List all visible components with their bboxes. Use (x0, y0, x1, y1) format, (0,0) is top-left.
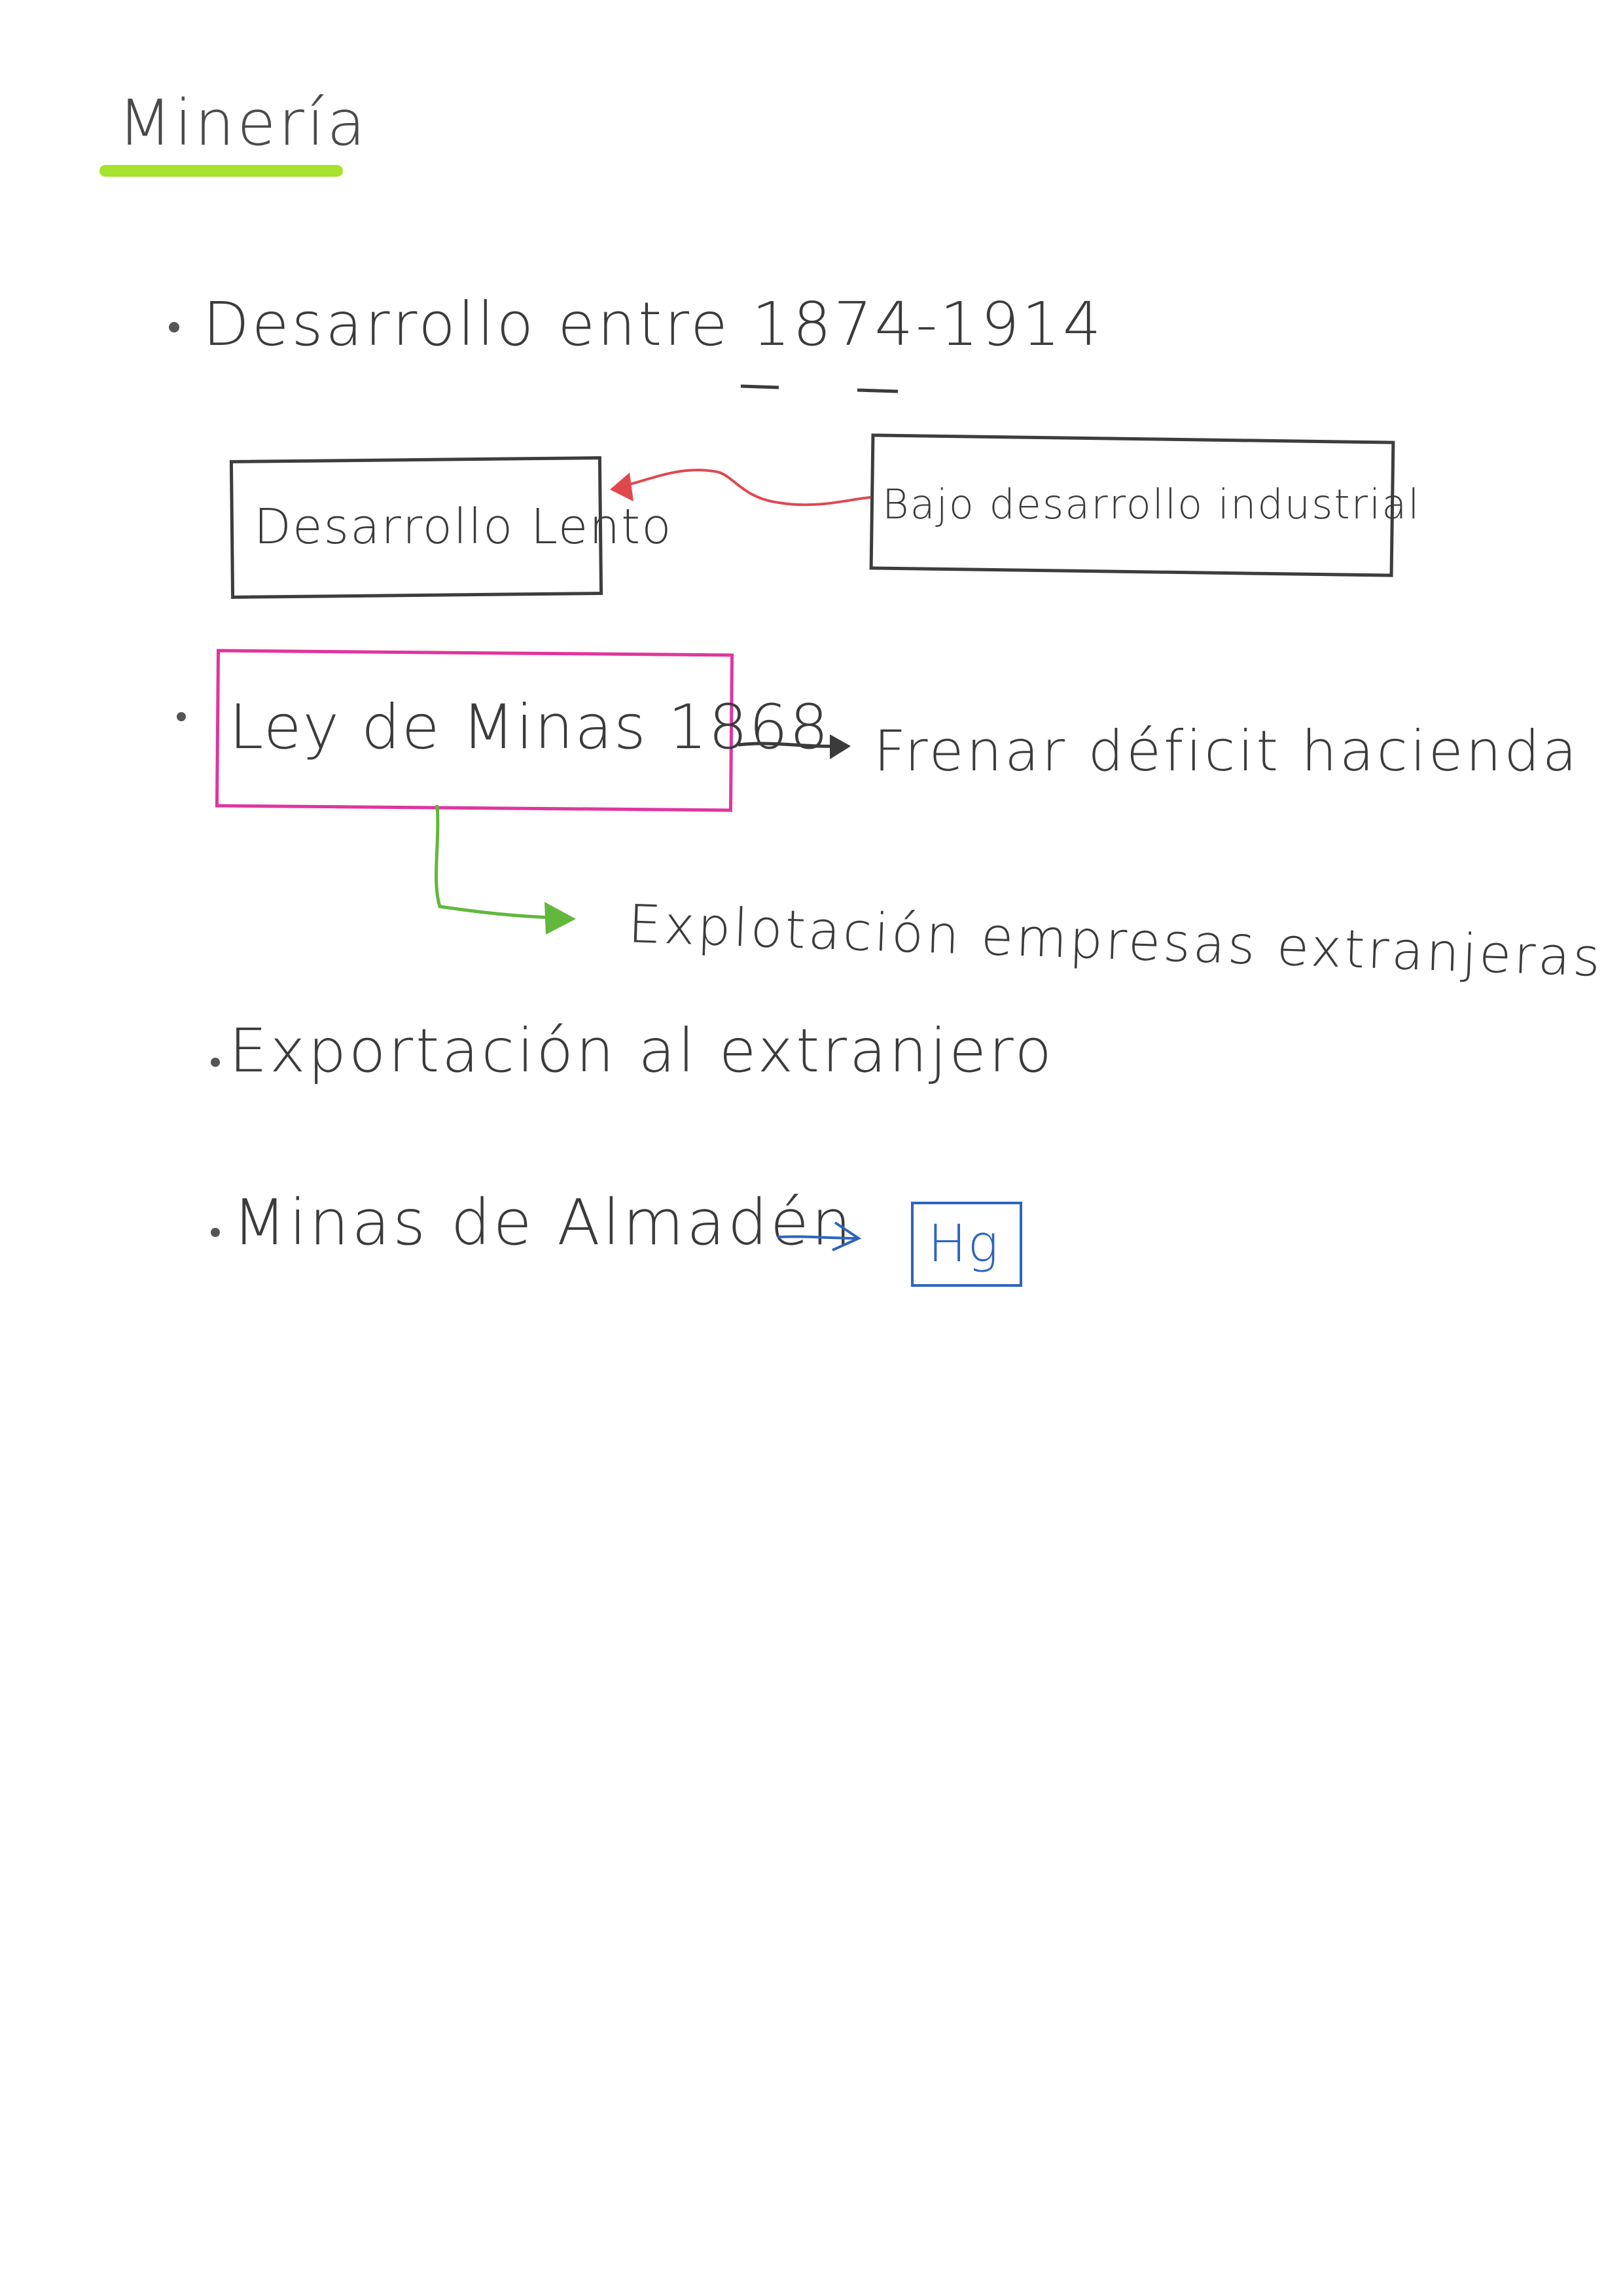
bullet-dot (211, 1228, 220, 1237)
year-underline (857, 388, 899, 393)
brake-arrowhead (830, 734, 851, 759)
green-connector (435, 804, 554, 920)
bullet-dot (169, 322, 179, 332)
red-arrowhead (610, 473, 633, 501)
mercury-symbol: Hg (928, 1215, 1000, 1274)
export-abroad-text: Exportación al extranjero (229, 1016, 1054, 1086)
low-industry-label: Bajo desarrollo industrial (882, 480, 1421, 528)
page-title: Minería (118, 86, 368, 160)
green-arrowhead (544, 902, 576, 935)
mining-law-label: Ley de Minas 1868 (229, 692, 830, 763)
mercury-box (911, 1202, 1022, 1287)
foreign-exploitation-text: Explotación empresas extranjeras (627, 893, 1604, 988)
title-highlight-underline (99, 165, 343, 177)
bullet-dot (177, 712, 186, 721)
development-period-text: Desarrollo entre 1874-1914 (203, 289, 1104, 359)
slow-development-label: Desarrollo Lento (254, 499, 673, 555)
year-underline (740, 384, 779, 389)
bullet-dot (211, 1058, 220, 1067)
brake-deficit-text: Frenar déficit hacienda (874, 719, 1580, 784)
almaden-mines-text: Minas de Almadén (232, 1186, 854, 1259)
